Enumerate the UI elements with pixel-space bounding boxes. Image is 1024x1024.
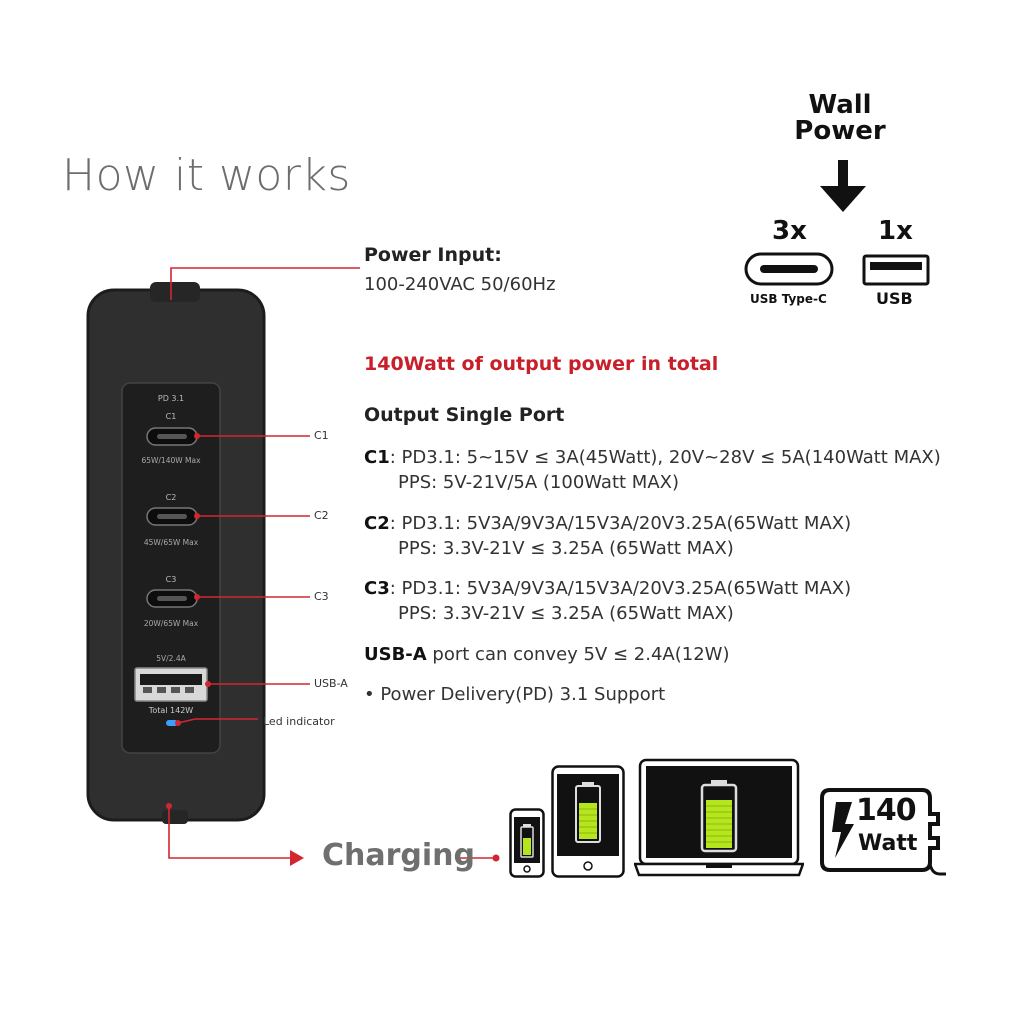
spec-usba: USB-A port can convey 5V ≤ 2.4A(12W): [364, 642, 730, 667]
badge-unit: Watt: [858, 831, 918, 856]
charger-device: [86, 282, 266, 824]
wall-power-line1: Wall: [808, 90, 872, 120]
usb-a-count: 1x: [878, 216, 913, 246]
spec-c2-name: C2: [364, 513, 390, 534]
charger-front-panel: [121, 382, 221, 754]
spec-c1: C1: PD3.1: 5~15V ≤ 3A(45Watt), 20V~28V ≤…: [364, 445, 941, 495]
callout-c1: C1: [314, 429, 329, 442]
spec-c3-line1: : PD3.1: 5V3A/9V3A/15V3A/20V3.25A(65Watt…: [389, 578, 852, 599]
pd-support-bullet: • Power Delivery(PD) 3.1 Support: [364, 684, 666, 705]
spec-c1-name: C1: [364, 447, 390, 468]
laptop-icon: [634, 758, 804, 877]
power-input-value: 100-240VAC 50/60Hz: [364, 274, 556, 295]
phone-icon: [509, 808, 545, 878]
callout-c3: C3: [314, 590, 329, 603]
callout-led: Led indicator: [263, 715, 335, 728]
tablet-icon: [551, 765, 625, 878]
power-140-watt-badge: [820, 788, 946, 876]
usb-c-label: USB Type-C: [750, 292, 827, 306]
led-callout-line: [177, 718, 258, 724]
charging-arrow-icon: [290, 850, 304, 866]
spec-c1-line2: PPS: 5V-21V/5A (100Watt MAX): [398, 472, 679, 493]
spec-usba-name: USB-A: [364, 644, 427, 665]
wall-power-line2: Power: [794, 116, 886, 146]
spec-c2-line1: : PD3.1: 5V3A/9V3A/15V3A/20V3.25A(65Watt…: [389, 513, 852, 534]
charging-path-line: [168, 806, 292, 859]
output-single-port-heading: Output Single Port: [364, 404, 565, 426]
total-output-text: 140Watt of output power in total: [364, 353, 719, 375]
badge-number: 140: [856, 793, 917, 828]
charging-label: Charging: [322, 838, 476, 873]
spec-c2-line2: PPS: 3.3V-21V ≤ 3.25A (65Watt MAX): [398, 538, 734, 559]
spec-c3: C3: PD3.1: 5V3A/9V3A/15V3A/20V3.25A(65Wa…: [364, 576, 851, 626]
page-title: How it works: [62, 150, 351, 201]
usb-c-port-icon: [744, 252, 834, 286]
usb-a-label: USB: [876, 289, 913, 308]
usb-a-port-icon: [862, 254, 930, 286]
lightning-bolt-icon: [832, 802, 854, 858]
power-input-line: [170, 267, 360, 300]
led-indicator: [166, 720, 178, 726]
wall-power-label: Wall Power: [790, 92, 890, 144]
spec-c3-name: C3: [364, 578, 390, 599]
spec-c3-line2: PPS: 3.3V-21V ≤ 3.25A (65Watt MAX): [398, 603, 734, 624]
usb-c-count: 3x: [772, 216, 807, 246]
down-arrow-icon: [820, 160, 866, 212]
callout-c2: C2: [314, 509, 329, 522]
power-input-heading: Power Input:: [364, 244, 502, 266]
callout-usba: USB-A: [314, 677, 348, 690]
spec-c2: C2: PD3.1: 5V3A/9V3A/15V3A/20V3.25A(65Wa…: [364, 511, 851, 561]
spec-usba-text: port can convey 5V ≤ 2.4A(12W): [426, 644, 730, 665]
spec-c1-line1: : PD3.1: 5~15V ≤ 3A(45Watt), 20V~28V ≤ 5…: [389, 447, 941, 468]
